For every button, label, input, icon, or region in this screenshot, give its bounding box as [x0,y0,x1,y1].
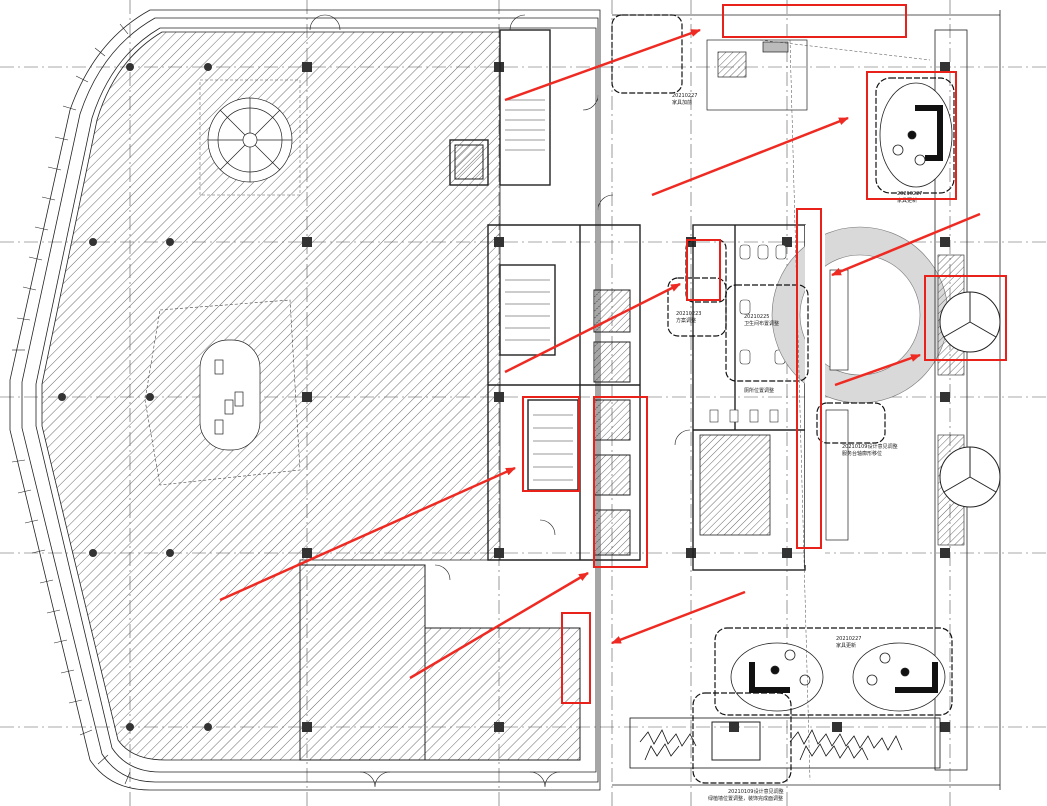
note-plan-adjust-text: 方案调整 [676,317,696,324]
note-green-bottom-text: ·设计意见调整 [752,788,784,795]
note-furniture-right-date: 20210227 [897,191,922,197]
note-reception-text2: 服务台轴廓形移位 [842,450,882,457]
revision-clouds [611,14,955,784]
note-furniture-bottom-text: 家具更新 [836,642,856,649]
arrow-to-corridor [831,212,981,277]
note-furniture-top-date: 20210227 [672,93,697,99]
furniture-top-room [706,39,808,111]
highlight-revolving-door [924,275,1007,361]
dashed-diagonal-b [789,39,811,781]
highlight-stair [522,396,580,492]
dashed-diagonal [759,39,931,61]
green-plant-wall [629,717,941,769]
toilet-core-hatch [699,434,771,536]
facade-mullions [11,23,131,785]
highlight-elevators [593,396,648,568]
hatched-lower-room [299,564,426,761]
highlight-toilet-entry [686,239,721,301]
note-reception-text: ·设计意见调整 [866,443,898,450]
note-furniture-bottom-date: 20210227 [836,636,861,642]
note-green-bottom-date: 20210109 [728,789,753,795]
spiral-stair-outline [199,79,301,196]
red-highlight-boxes [522,4,1007,704]
structural-columns [302,62,950,732]
hatched-office-zone [41,31,501,761]
central-island [144,299,301,486]
central-island-object [199,339,261,451]
revolving-door-upper [939,291,1001,353]
door-swings [309,14,691,788]
note-toilet-date: 20210225 [744,314,769,320]
stair-treads [505,99,573,481]
highlight-right-lounge [866,71,957,200]
furniture-bottom-lounge [730,642,946,712]
note-furniture-top-text: 家具加前 [672,99,692,106]
arrow-to-lower-wall [409,571,589,680]
highlight-lower-wall [561,612,591,704]
note-toilet-b-text: 厕所位置调整 [744,387,774,394]
red-arrows [219,28,981,680]
arrow-to-top-strip [504,28,701,102]
spiral-stair [207,97,293,183]
elevator-shafts [593,289,631,556]
arrow-to-revolving-door [834,353,921,387]
note-toilet-text: 卫生间布置调整 [744,320,779,327]
hatched-lower-room-b [424,627,581,761]
furniture-right-lounge [879,82,953,188]
arrow-to-right-lounge [651,116,849,197]
note-plan-adjust-date: 20210223 [676,311,701,317]
perimeter-columns [58,63,212,731]
arrow-to-stair [219,466,516,602]
highlight-top-strip [722,4,907,38]
arrow-from-bottom [611,590,746,645]
note-furniture-right-text: 家具更新 [897,197,917,204]
note-green-bottom-text2: 绿植墙位置调整，装饰完成面调整 [708,795,783,802]
bottom-small-room [711,721,761,761]
curved-facade [9,9,601,791]
plaza-circle [771,225,949,565]
highlight-corridor-strip [796,208,822,549]
right-facade [612,10,1001,790]
elevator-top [454,144,484,180]
note-reception-date: 20210109 [842,444,867,450]
revolving-door-lower [939,446,1001,508]
arrow-to-toilet-entry [504,282,681,374]
annotation-notes: 20210227 家具加前 20210227 家具更新 20210223 方案调… [672,93,922,802]
